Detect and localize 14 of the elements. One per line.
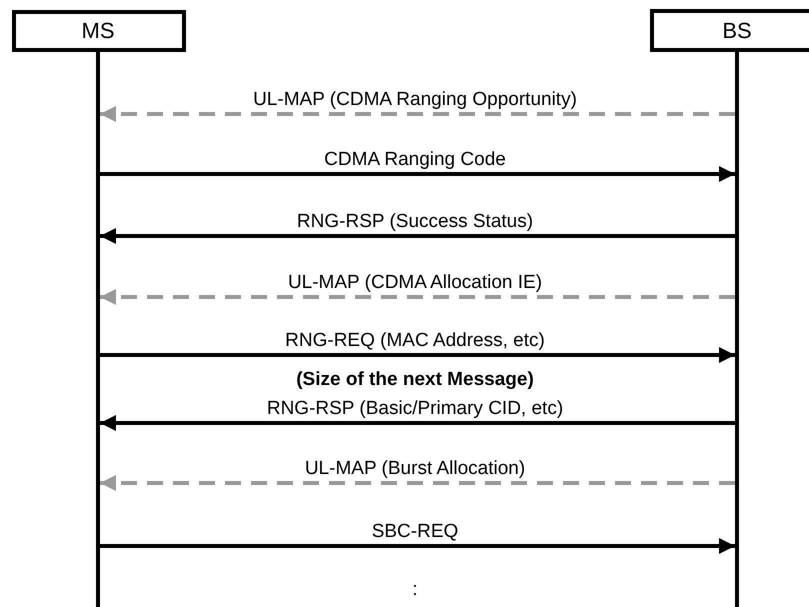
- message-arrow: [100, 289, 735, 305]
- message-arrow: [100, 228, 735, 244]
- message-arrow: [100, 538, 735, 554]
- message-arrow: [100, 415, 735, 431]
- message-arrow: [100, 475, 735, 491]
- message-arrow: [100, 347, 735, 363]
- message-label: SBC-REQ: [370, 522, 460, 542]
- message-note: (Size of the next Message): [296, 370, 534, 390]
- continuation-mark: :: [412, 580, 418, 600]
- message-arrow: [100, 166, 735, 182]
- participant-name: BS: [722, 18, 752, 44]
- message-arrow: [100, 106, 735, 122]
- message-label: CDMA Ranging Code: [322, 150, 508, 170]
- participant-name: MS: [82, 18, 114, 44]
